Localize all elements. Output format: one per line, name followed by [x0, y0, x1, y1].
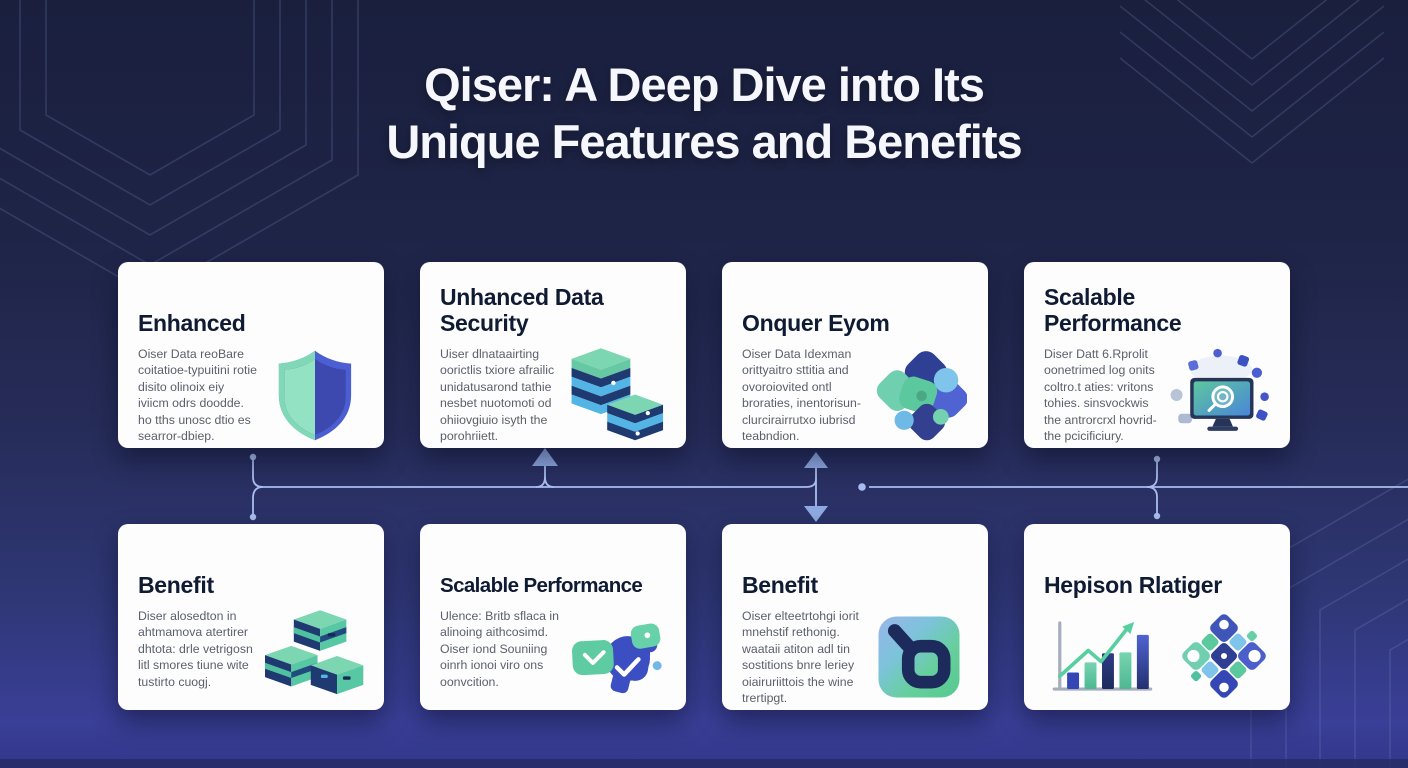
- shield-icon: [262, 347, 368, 444]
- card-title: Scalable Performance: [440, 574, 643, 598]
- feature-card-enhanced: Enhanced Oiser Data reoBare coitatioe-ty…: [118, 262, 384, 448]
- card-title: Scalable Performance: [1044, 284, 1182, 336]
- feature-card-scalable-performance-2: Scalable Performance Ulence: Britb sflac…: [420, 524, 686, 710]
- feature-card-benefit-1: Benefit Diser alosedton in ahtmamova ate…: [118, 524, 384, 710]
- connector-dot: [858, 483, 866, 491]
- card-title: Onquer Eyom: [742, 309, 890, 336]
- feature-card-onquer-eyom: Onquer Eyom Oiser Data Idexman orittyait…: [722, 262, 988, 448]
- page-title-line2: Unique Features and Benefits: [386, 115, 1022, 169]
- growth-chart-icon: [1046, 610, 1158, 707]
- card-title: Benefit: [138, 571, 214, 598]
- card-title: Unhanced Data Security: [440, 284, 604, 336]
- server-boxes-icon: [262, 608, 368, 704]
- connector-dot: [249, 453, 257, 461]
- database-stack-icon: [564, 346, 670, 452]
- card-body: Diser alosedton in ahtmamova atertirer d…: [138, 609, 253, 689]
- page-title: Qiser: A Deep Dive into Its Unique Featu…: [0, 56, 1408, 171]
- bottom-edge-band: [0, 759, 1408, 768]
- up-arrow-icon: [804, 452, 828, 468]
- card-body: Oiser elteetrtohgi iorit mnehstif rethon…: [742, 609, 859, 706]
- card-body: Oiser Data reoBare coitatioe-typuitini r…: [138, 347, 257, 444]
- card-title: Benefit: [742, 571, 818, 598]
- card-body: Ulence: Britb sflaca in alinoing aithcos…: [440, 609, 559, 689]
- card-body: Uiser dlnataairting oorictlis txiore afr…: [440, 347, 555, 444]
- mosaic-cluster-icon: [1176, 608, 1272, 709]
- card-body: Diser Datt 6.Rprolit oonetrimed log onit…: [1044, 347, 1157, 444]
- feature-card-hepison-rlatiger: Hepison Rlatiger: [1024, 524, 1290, 710]
- connector-dot: [1153, 455, 1161, 463]
- card-body: Oiser Data Idexman orittyaitro sttitia a…: [742, 347, 861, 444]
- card-title: Enhanced: [138, 309, 246, 336]
- feature-card-scalable-performance-1: Scalable Performance Diser Datt 6.Rproli…: [1024, 262, 1290, 448]
- data-cluster-icon: [866, 347, 972, 443]
- check-bubbles-icon: [564, 608, 670, 700]
- monitor-search-icon: [1168, 346, 1274, 444]
- page-title-line1: Qiser: A Deep Dive into Its: [424, 58, 985, 111]
- feature-card-data-security: Unhanced Data Security Uiser dlnataairti…: [420, 262, 686, 448]
- down-arrow-icon: [804, 506, 828, 522]
- app-badge-icon: [866, 612, 972, 702]
- feature-card-benefit-2: Benefit Oiser elteetrtohgi iorit mnehsti…: [722, 524, 988, 710]
- card-title: Hepison Rlatiger: [1044, 571, 1222, 598]
- connector-dot: [249, 513, 257, 521]
- connector-dot: [1153, 512, 1161, 520]
